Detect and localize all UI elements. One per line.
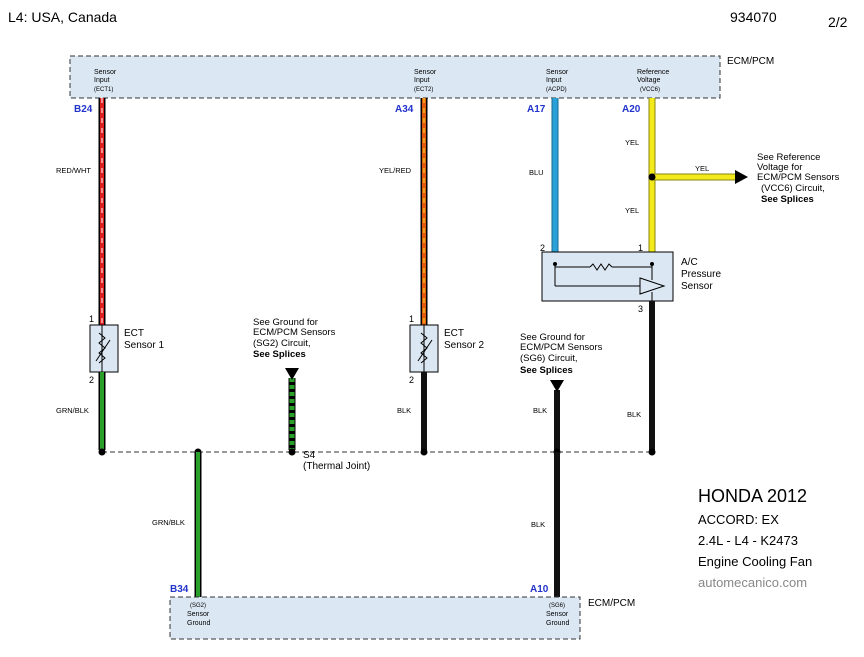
region-title: L4: USA, Canada (8, 9, 117, 25)
pin-a34: A34 (395, 104, 414, 115)
ecm-top-term-2-l1: Sensor (414, 69, 437, 76)
ecm-top-term-1-l1: Sensor (94, 69, 117, 76)
ac-pressure-sensor (541, 251, 674, 302)
acp-label-1: A/C (681, 257, 698, 268)
pin-a20: A20 (622, 104, 641, 115)
ect1-pin-1: 1 (89, 314, 94, 324)
page-number: 2/2 (828, 14, 848, 30)
splice-desc: (Thermal Joint) (303, 461, 370, 472)
splice-dot (420, 448, 428, 456)
wire-label-yel-2: YEL (695, 164, 709, 173)
wire-label-yel-1: YEL (625, 138, 639, 147)
note-sg2-l4: See Splices (253, 349, 306, 360)
ecm-top-term-4-l3: (VCC6) (640, 87, 660, 93)
ect2-label-2: Sensor 2 (444, 340, 484, 351)
note-sg2-l1: See Ground for (253, 317, 318, 328)
ecm-top-term-2-l2: Input (414, 77, 430, 84)
pin-a10: A10 (530, 584, 549, 595)
ect1-pin-2: 2 (89, 375, 94, 385)
ecm-top-term-4-l2: Voltage (637, 77, 660, 84)
ecm-bottom-label: ECM/PCM (588, 598, 635, 609)
ecm-bottom-term-1-l3: Ground (187, 620, 210, 627)
note-sg6-l3: (SG6) Circuit, (520, 353, 578, 364)
ecm-bottom-term-2-l1: (SG6) (549, 603, 565, 609)
ecm-bottom-term-1-l1: (SG2) (190, 603, 206, 609)
ecm-top-term-1-l3: (ECT1) (94, 87, 113, 93)
note-sg6-l4: See Splices (520, 365, 573, 376)
ecm-top-label: ECM/PCM (727, 56, 774, 67)
brand-title: HONDA 2012 (698, 486, 807, 506)
ecm-top-box (69, 55, 721, 99)
note-vcc6-l2: Voltage for (757, 162, 802, 173)
ect1-label-1: ECT (124, 328, 144, 339)
wire-blk-sg6 (550, 380, 564, 450)
note-vcc6-l4: (VCC6) Circuit, (761, 183, 825, 194)
ecm-bottom-term-1-l2: Sensor (187, 611, 210, 618)
ect2-label-1: ECT (444, 328, 464, 339)
note-sg2-l3: (SG2) Circuit, (253, 338, 311, 349)
acp-label-3: Sensor (681, 281, 713, 292)
splice-dot (648, 448, 656, 456)
splice-name: S4 (303, 450, 316, 461)
ecm-top-term-2-l3: (ECT2) (414, 87, 433, 93)
document-code: 934070 (730, 9, 777, 25)
note-vcc6-l3: ECM/PCM Sensors (757, 172, 840, 183)
splice-dot (288, 448, 296, 456)
wire-label-blk-3: BLK (627, 410, 641, 419)
wire-label-red-wht: RED/WHT (56, 166, 91, 175)
ecm-top-term-3-l2: Input (546, 77, 562, 84)
ect2-pin-2: 2 (409, 375, 414, 385)
brand-site: automecanico.com (698, 575, 807, 590)
note-sg2-l2: ECM/PCM Sensors (253, 327, 336, 338)
ecm-top-term-3-l1: Sensor (546, 69, 569, 76)
ect-sensor-2 (409, 324, 439, 373)
wire-label-grn-blk-2: GRN/BLK (152, 518, 185, 527)
wire-label-grn-blk-1: GRN/BLK (56, 406, 89, 415)
ecm-bottom-box (169, 596, 581, 640)
ecm-top-term-1-l2: Input (94, 77, 110, 84)
acp-label-2: Pressure (681, 269, 721, 280)
wire-grn-sg2 (285, 368, 299, 450)
note-sg6-l1: See Ground for (520, 332, 585, 343)
wire-yel (648, 98, 748, 252)
acp-pin-1: 1 (638, 243, 643, 253)
wire-label-yel-red: YEL/RED (379, 166, 412, 175)
brand-engine: 2.4L - L4 - K2473 (698, 533, 798, 548)
wire-label-blu: BLU (529, 168, 544, 177)
brand-model: ACCORD: EX (698, 512, 779, 527)
splice-dot (98, 448, 106, 456)
brand-system: Engine Cooling Fan (698, 554, 812, 569)
pin-b34: B34 (170, 584, 189, 595)
ecm-bottom-term-2-l3: Ground (546, 620, 569, 627)
acp-pin-2: 2 (540, 243, 545, 253)
note-vcc6-l5: See Splices (761, 194, 814, 205)
ecm-top-term-3-l3: (ACPD) (546, 87, 567, 93)
wire-label-yel-3: YEL (625, 206, 639, 215)
ecm-top-term-4-l1: Reference (637, 69, 669, 76)
pin-b24: B24 (74, 104, 93, 115)
wire-label-blk-4: BLK (531, 520, 545, 529)
ecm-bottom-term-2-l2: Sensor (546, 611, 569, 618)
pin-a17: A17 (527, 104, 546, 115)
note-sg6-l2: ECM/PCM Sensors (520, 342, 603, 353)
ect2-pin-1: 1 (409, 314, 414, 324)
acp-pin-3: 3 (638, 304, 643, 314)
wire-label-blk-1: BLK (397, 406, 411, 415)
ect1-label-2: Sensor 1 (124, 340, 164, 351)
ect-sensor-1 (89, 324, 119, 373)
note-vcc6-l1: See Reference (757, 152, 820, 163)
wire-label-blk-2: BLK (533, 406, 547, 415)
